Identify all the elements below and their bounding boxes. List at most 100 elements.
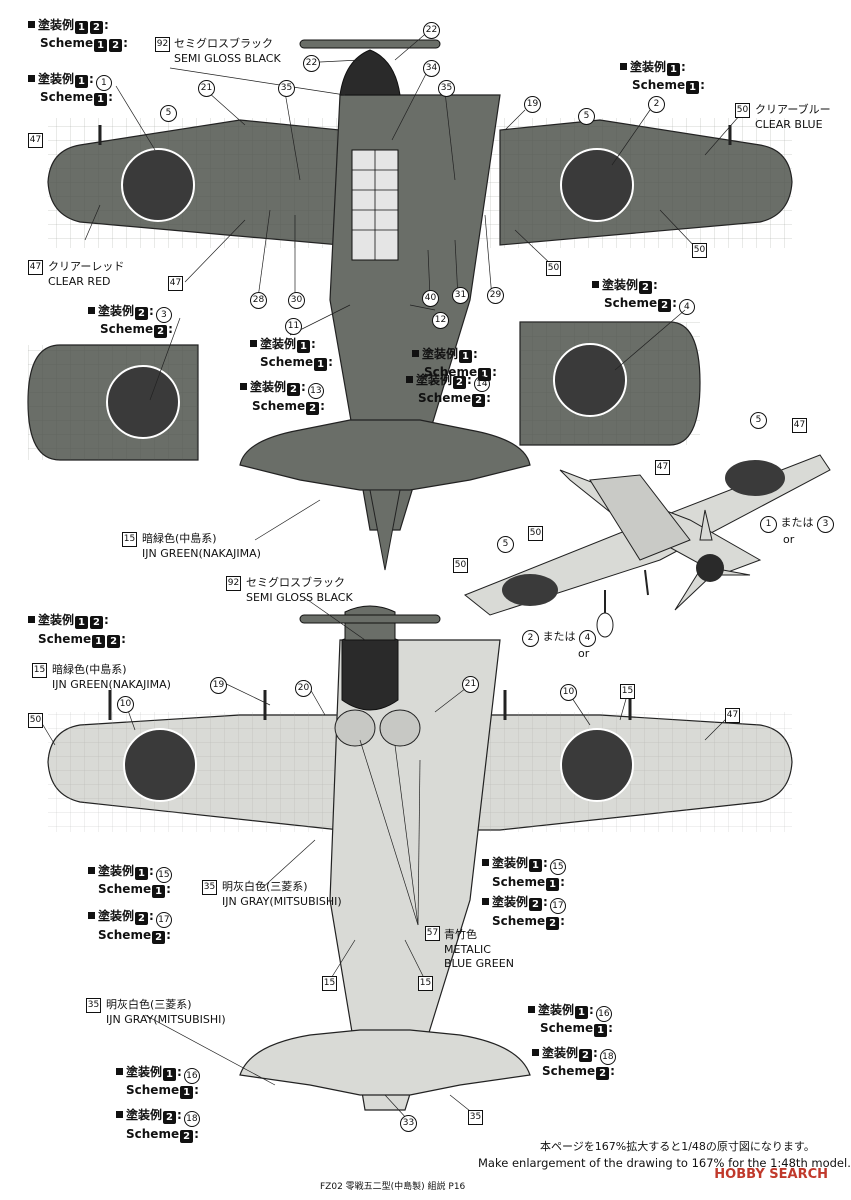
part-12: 12 [432,312,449,329]
part-33: 33 [400,1115,417,1132]
part-19-bottom: 19 [210,677,227,694]
part-47-top-l: 47 [28,133,43,148]
part-21-top: 21 [198,80,215,97]
part-35-top-r: 35 [438,80,455,97]
part-20: 20 [295,680,312,697]
part-11: 11 [285,318,302,335]
or-label-2-4-en: or [578,647,590,660]
part-15-tail-r: 15 [418,976,433,991]
part-47-clear-red: 47 [28,260,43,275]
part-40: 40 [422,290,439,307]
part-47-bottom: 47 [725,708,740,723]
top-tailplane [239,419,531,491]
ijn-gray-label-en: IJN GRAY(MITSUBISHI) [222,895,342,908]
part-19-top: 19 [524,96,541,113]
top-hinomaru-right [560,148,634,222]
or-label-2-4: 2 または 4 [522,630,596,647]
part-50-top: 50 [735,103,750,118]
ijn-green-label-en-b: IJN GREEN(NAKAJIMA) [52,678,171,691]
top-cowling [339,49,401,96]
ijn-gray-label-jp-tail: 明灰白色(三菱系) [106,998,192,1011]
part-47-persp-a: 47 [792,418,807,433]
or-label-1-3-en: or [783,533,795,546]
part-92-box: 92 [155,37,170,52]
part-31: 31 [452,287,469,304]
perspective-view [464,454,831,638]
part-35-gray-tail: 35 [86,998,101,1013]
semi-gloss-black-label-jp-b: セミグロスブラック [246,576,345,589]
part-15-ijn-green-top: 15 [122,532,137,547]
bottom-view [47,605,793,1111]
detail-wing-right [519,321,701,446]
part-28: 28 [250,292,267,309]
part-47-persp-b: 47 [655,460,670,475]
semi-gloss-black-label-en-b: SEMI GLOSS BLACK [246,591,353,604]
part-47-top-mid: 47 [168,276,183,291]
part-15-ijn-green-b: 15 [32,663,47,678]
part-50-top-r1: 50 [546,261,561,276]
ijn-green-label-jp-b: 暗緑色(中島系) [52,663,127,676]
part-92-box-bottom: 92 [226,576,241,591]
part-10-bottom-r: 10 [560,684,577,701]
semi-gloss-black-label-en: SEMI GLOSS BLACK [174,52,281,65]
part-5-persp-a: 5 [750,412,767,429]
part-10-bottom-l: 10 [117,696,134,713]
detail-wing-left [27,344,199,461]
footer-note-jp: 本ページを167%拡大すると1/48の原寸図になります。 [540,1140,815,1153]
part-5-top-r: 5 [578,108,595,125]
part-5-persp-b: 5 [497,536,514,553]
part-29: 29 [487,287,504,304]
ijn-green-label-en-top: IJN GREEN(NAKAJIMA) [142,547,261,560]
clear-blue-label-en: CLEAR BLUE [755,118,823,131]
clear-red-label-jp: クリアーレッド [48,260,125,273]
clear-red-label-en: CLEAR RED [48,275,111,288]
part-50-persp-a: 50 [528,526,543,541]
footer-page-label: FZ02 零戦五二型(中島製) 組説 P16 [320,1182,466,1192]
footer-note-en: Make enlargement of the drawing to 167% … [478,1156,851,1170]
part-50-top-r2: 50 [692,243,707,258]
part-15-bottom-r: 15 [620,684,635,699]
metallic-label-en1: METALIC [444,943,491,956]
clear-blue-label-jp: クリアーブルー [755,103,831,116]
part-50-persp-b: 50 [453,558,468,573]
part-35-tail-r: 35 [468,1110,483,1125]
or-label-1-3: 1 または 3 [760,516,834,533]
top-view [47,39,793,571]
part-22-b: 22 [303,55,320,72]
part-30: 30 [288,292,305,309]
part-57: 57 [425,926,440,941]
top-hinomaru-left [121,148,195,222]
part-34: 34 [423,60,440,77]
